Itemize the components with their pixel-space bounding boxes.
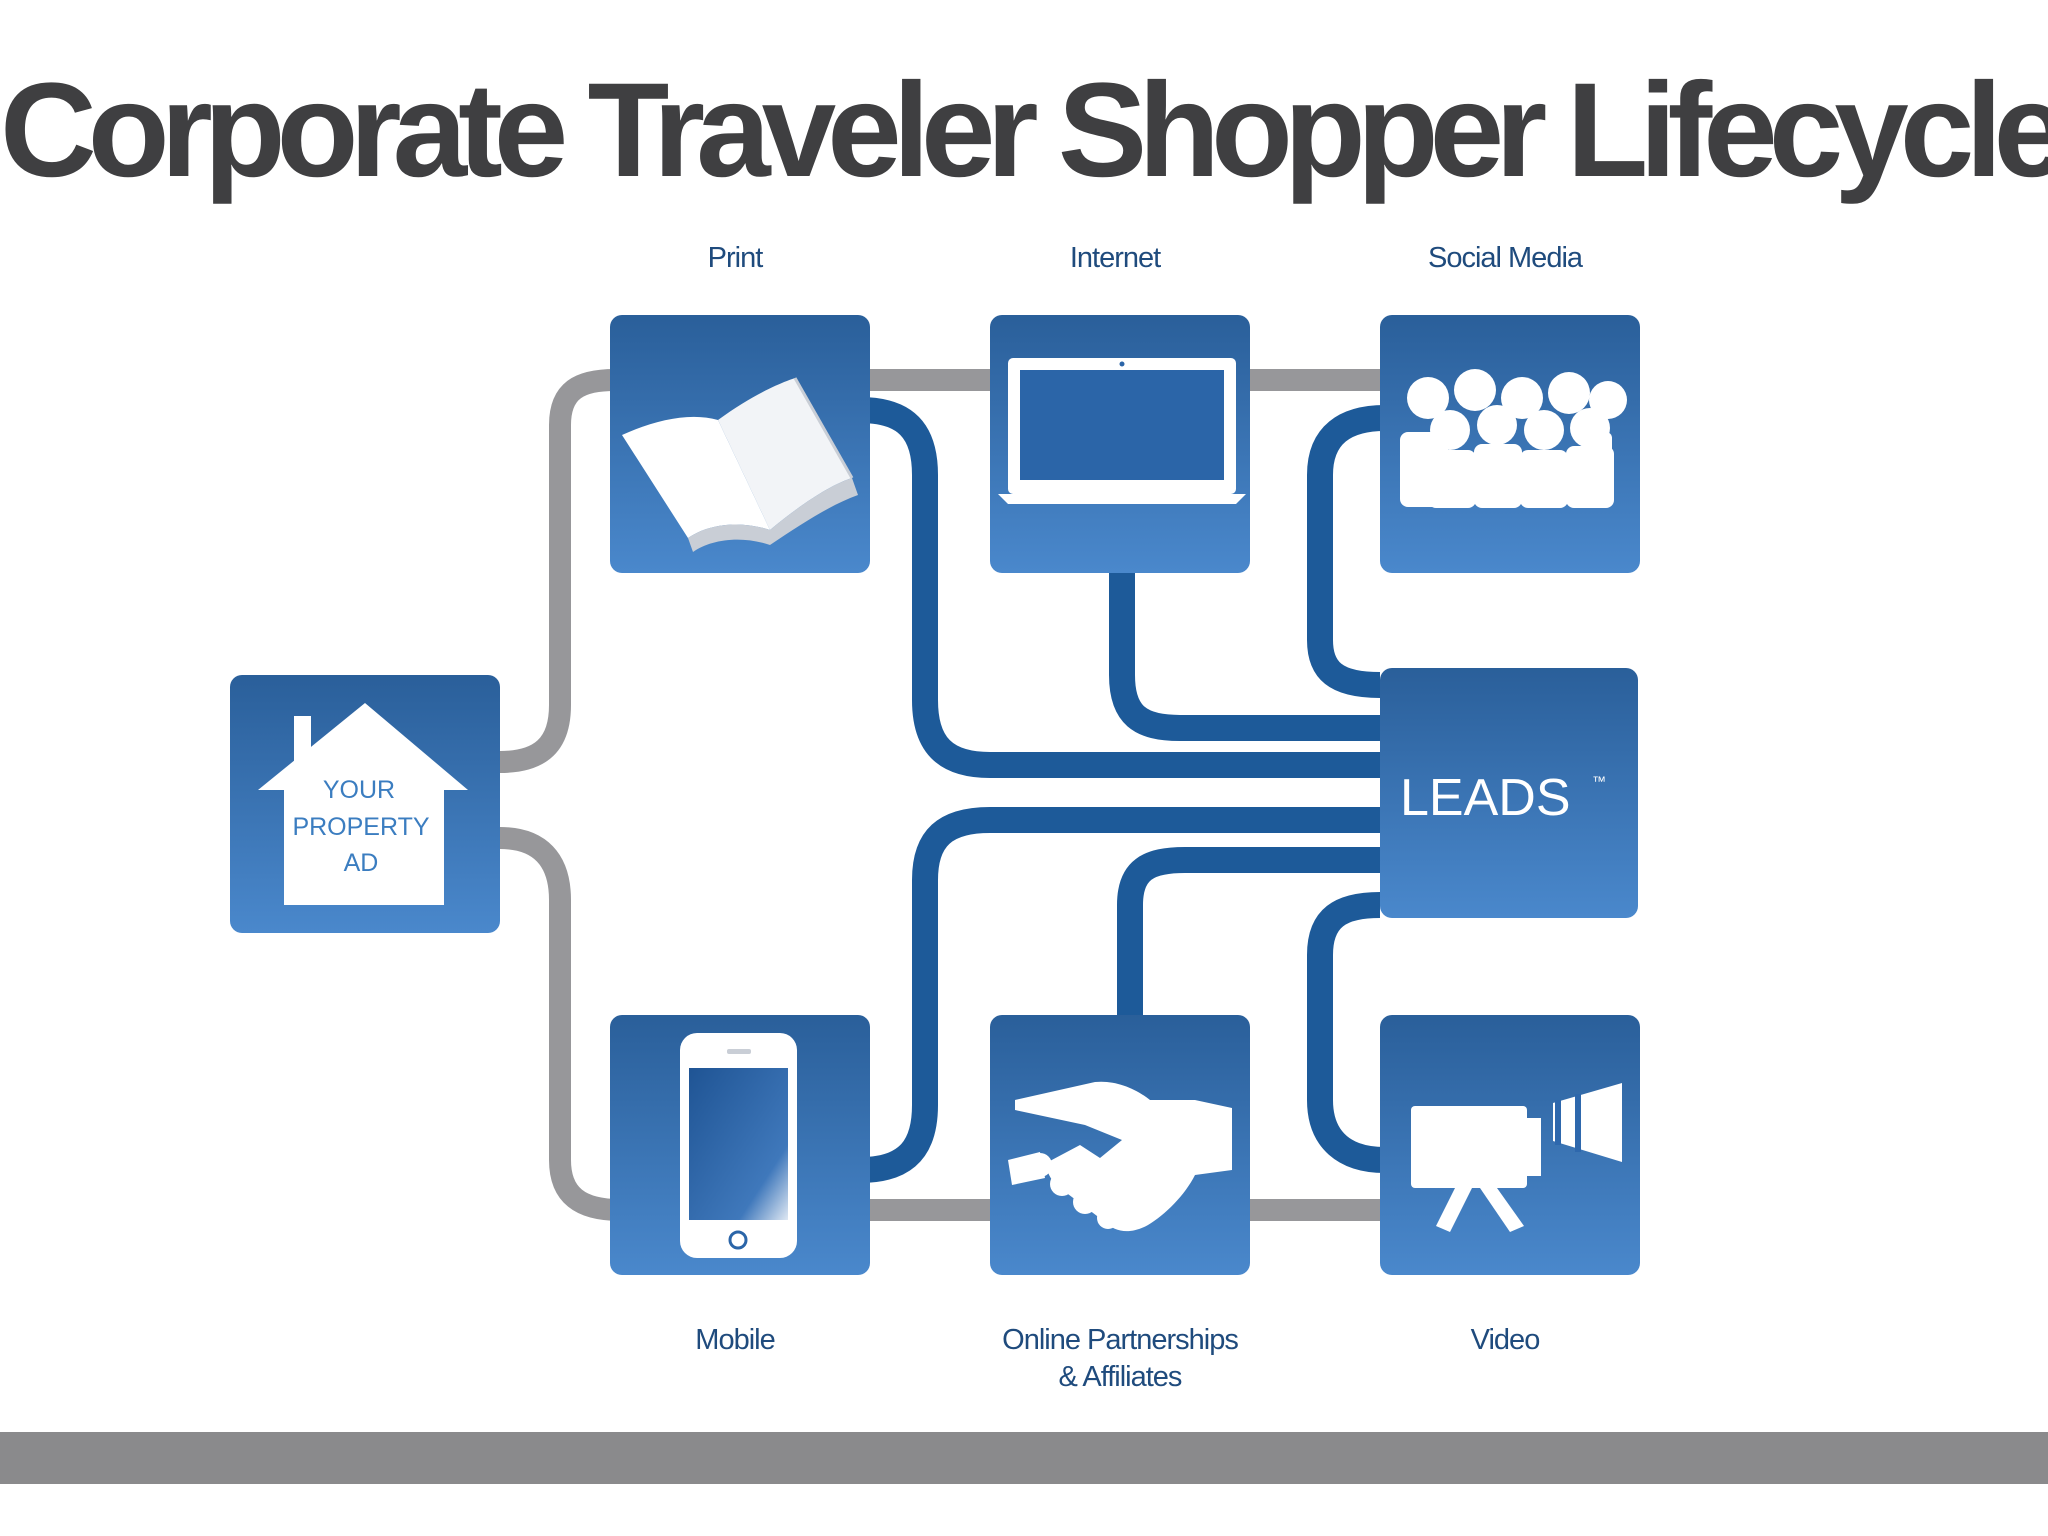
- connector-video-to-leads: [1307, 892, 1386, 1173]
- connector-mobile-to-leads: [859, 807, 1390, 1183]
- leads-label: LEADS: [1400, 769, 1571, 827]
- mobile-box: [610, 1015, 870, 1275]
- connector-ad-to-mobile: [499, 827, 621, 1221]
- label-affiliates: & Affiliates: [1058, 1361, 1183, 1393]
- label-internet: Internet: [1069, 242, 1161, 274]
- print-box: [610, 315, 870, 573]
- internet-box: [990, 315, 1250, 573]
- video-box: [1380, 1015, 1640, 1275]
- label-video: Video: [1470, 1324, 1541, 1356]
- connector-internet-to-leads: [1109, 570, 1390, 741]
- connector-partners-to-leads: [1117, 847, 1390, 1020]
- handshake-icon: [1008, 1081, 1232, 1232]
- connector-print-to-leads: [859, 397, 1390, 778]
- property-ad-line-2: PROPERTY: [292, 813, 429, 841]
- open-book-icon: [622, 377, 858, 552]
- footer-bar: [0, 1432, 2048, 1484]
- leads-box: LEADS ™: [1380, 668, 1638, 918]
- page-title: Corporate Traveler Shopper Lifecycle: [0, 56, 2048, 205]
- leads-trademark: ™: [1592, 773, 1606, 789]
- laptop-icon: [998, 358, 1246, 504]
- label-social-media: Social Media: [1427, 242, 1583, 274]
- label-print: Print: [707, 242, 764, 274]
- people-group-icon: [1400, 369, 1627, 508]
- connector-ad-to-print: [499, 369, 620, 773]
- label-mobile: Mobile: [695, 1324, 775, 1356]
- smartphone-icon: [680, 1033, 797, 1258]
- property-ad-line-1: YOUR: [323, 776, 395, 804]
- connector-social-to-leads: [1307, 405, 1386, 698]
- label-online-partnerships: Online Partnerships: [1002, 1324, 1239, 1356]
- house-icon: [258, 703, 468, 905]
- partnerships-box: [990, 1015, 1250, 1275]
- property-ad-box: YOUR PROPERTY AD: [230, 675, 500, 933]
- property-ad-line-3: AD: [344, 849, 379, 877]
- video-camera-icon: [1411, 1083, 1622, 1232]
- social-media-box: [1380, 315, 1640, 573]
- blue-connector-lines: [859, 397, 1390, 1183]
